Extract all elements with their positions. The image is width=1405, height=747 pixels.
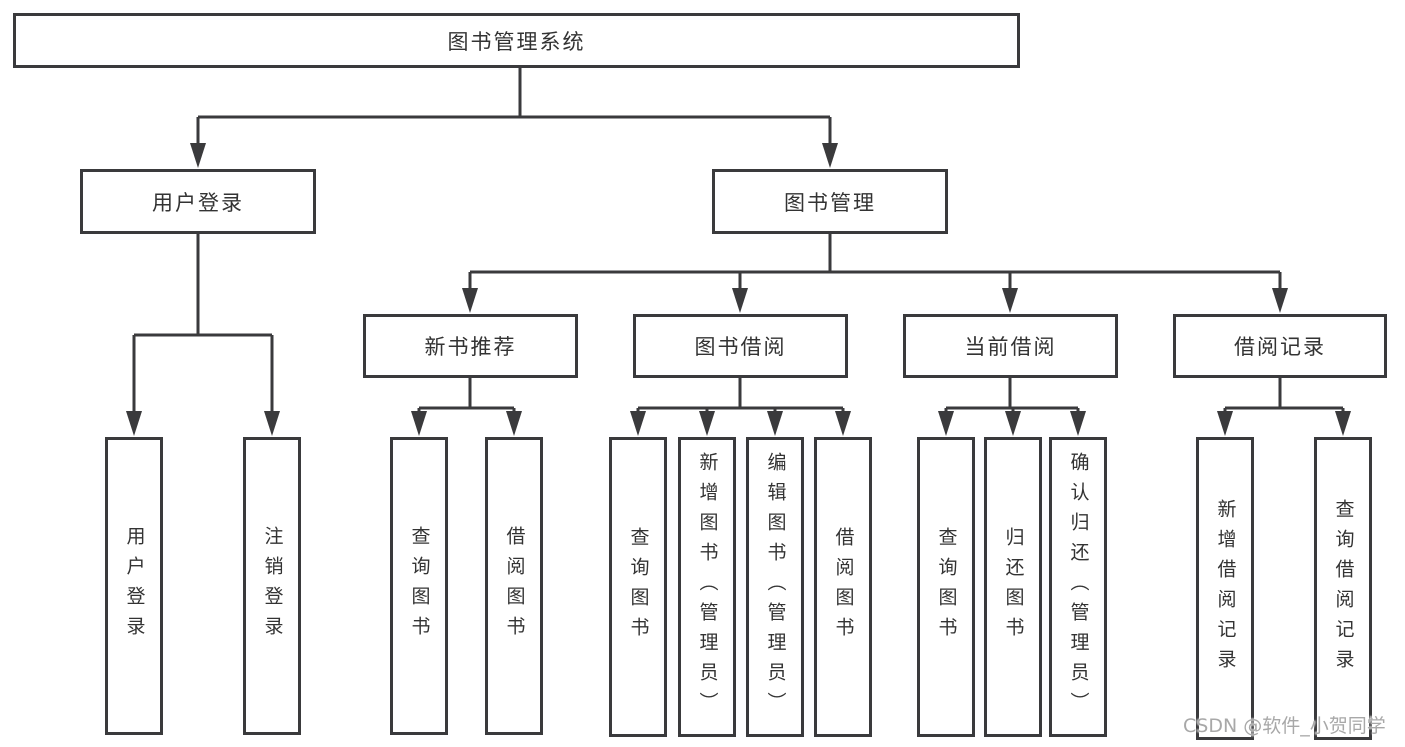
node-new-book-recommend-label: 新书推荐 [424, 335, 517, 359]
leaf-logout-label: 注销登录 [261, 526, 284, 646]
leaf-borrowing-edit-books-admin: 编辑图书（管理员） [746, 437, 804, 737]
node-new-book-recommend: 新书推荐 [363, 314, 578, 378]
node-book-management-label: 图书管理 [784, 190, 876, 215]
node-book-management: 图书管理 [712, 169, 948, 234]
leaf-records-add-record-label: 新增借阅记录 [1214, 498, 1237, 679]
leaf-borrowing-query-books-label: 查询图书 [627, 527, 650, 647]
leaf-current-confirm-return-admin: 确认归还（管理员） [1049, 437, 1107, 737]
node-library-system: 图书管理系统 [13, 13, 1020, 68]
node-current-borrowing-label: 当前借阅 [964, 335, 1057, 359]
leaf-newbook-query-books-label: 查询图书 [408, 526, 431, 646]
watermark: CSDN @软件_小贺同学 [1183, 715, 1386, 737]
leaf-current-return-books-label: 归还图书 [1002, 527, 1025, 647]
leaf-borrowing-add-books-admin: 新增图书（管理员） [678, 437, 736, 737]
leaf-borrowing-add-books-admin-label: 新增图书（管理员） [696, 452, 719, 722]
leaf-user-login-label: 用户登录 [123, 526, 146, 646]
leaf-user-login: 用户登录 [105, 437, 163, 735]
leaf-newbook-borrow-books-label: 借阅图书 [503, 526, 526, 646]
arrowheads [126, 143, 1351, 436]
leaf-logout: 注销登录 [243, 437, 301, 735]
leaf-borrowing-query-books: 查询图书 [609, 437, 667, 737]
leaf-newbook-borrow-books: 借阅图书 [485, 437, 543, 735]
node-current-borrowing: 当前借阅 [903, 314, 1118, 378]
node-library-system-label: 图书管理系统 [447, 29, 586, 54]
node-book-borrowing-label: 图书借阅 [694, 335, 787, 359]
leaf-current-return-books: 归还图书 [984, 437, 1042, 737]
leaf-records-add-record: 新增借阅记录 [1196, 437, 1254, 740]
leaf-records-query-record: 查询借阅记录 [1314, 437, 1372, 740]
leaf-borrowing-edit-books-admin-label: 编辑图书（管理员） [764, 452, 787, 722]
node-user-login-label: 用户登录 [152, 190, 244, 215]
leaf-borrowing-borrow-books-label: 借阅图书 [832, 527, 855, 647]
node-borrowing-records-label: 借阅记录 [1234, 335, 1326, 359]
node-borrowing-records: 借阅记录 [1173, 314, 1387, 378]
leaf-current-query-books: 查询图书 [917, 437, 975, 737]
node-user-login: 用户登录 [80, 169, 316, 234]
leaf-current-confirm-return-admin-label: 确认归还（管理员） [1067, 452, 1090, 722]
leaf-records-query-record-label: 查询借阅记录 [1332, 498, 1355, 679]
node-book-borrowing: 图书借阅 [633, 314, 848, 378]
leaf-borrowing-borrow-books: 借阅图书 [814, 437, 872, 737]
leaf-newbook-query-books: 查询图书 [390, 437, 448, 735]
leaf-current-query-books-label: 查询图书 [935, 527, 958, 647]
